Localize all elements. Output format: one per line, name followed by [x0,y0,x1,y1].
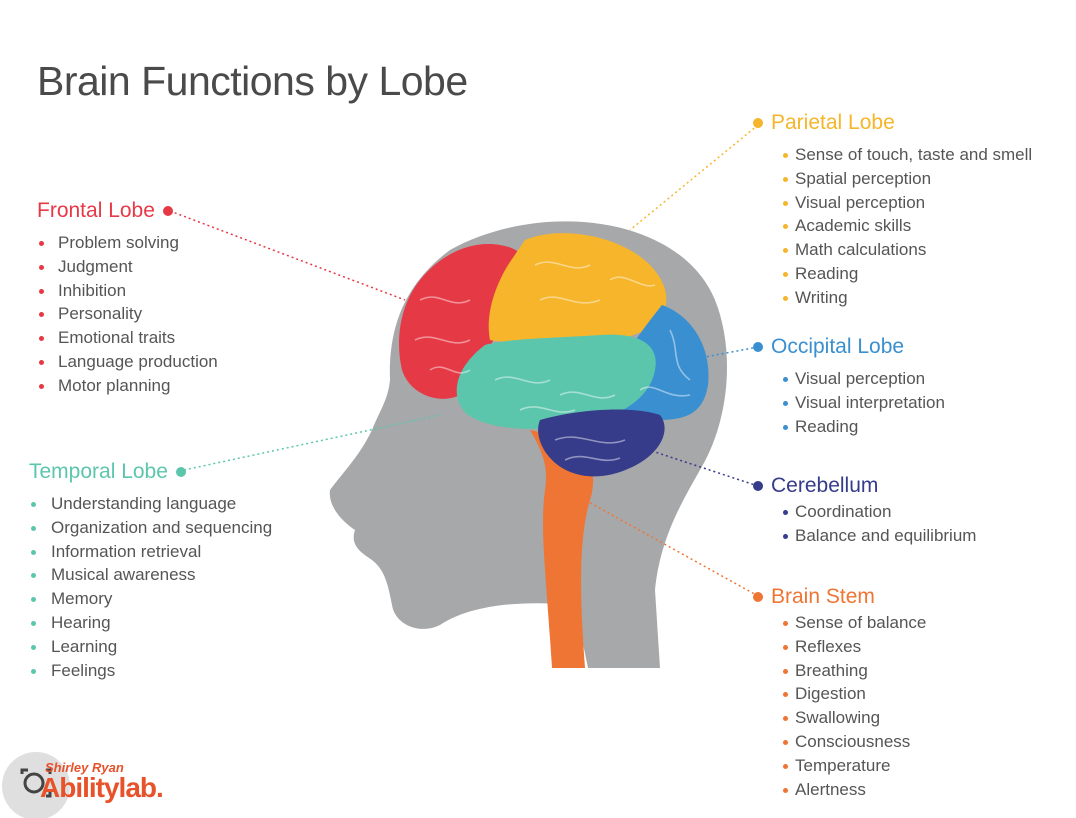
list-item: Learning [29,635,272,659]
list-item: Feelings [29,659,272,683]
lens-icon[interactable] [0,750,80,818]
occipital-connector [704,346,759,358]
temporal-lobe-title: Temporal Lobe [29,460,168,483]
occipital-lobe-block: Occipital Lobe Visual perception Visual … [753,335,945,438]
list-item: Academic skills [781,214,1032,238]
list-item: Spatial perception [781,167,1032,191]
cerebellum-list: Coordination Balance and equilibrium [781,500,976,548]
list-item: Hearing [29,611,272,635]
parietal-connector [629,124,759,231]
list-item: Breathing [781,659,926,683]
list-item: Motor planning [37,374,218,398]
occipital-list: Visual perception Visual interpretation … [781,367,945,438]
list-item: Organization and sequencing [29,516,272,540]
cerebellum-shape [538,409,665,477]
page-title: Brain Functions by Lobe [37,58,468,104]
brainstem-shape [530,430,594,668]
cerebellum-title: Cerebellum [771,474,879,497]
parietal-lobe-title: Parietal Lobe [771,111,895,134]
frontal-connector [169,210,406,301]
list-item: Inhibition [37,279,218,303]
list-item: Consciousness [781,730,926,754]
parietal-dot-icon [753,118,763,128]
list-item: Writing [781,286,1032,310]
list-item: Alertness [781,778,926,802]
list-item: Judgment [37,255,218,279]
list-item: Sense of balance [781,611,926,635]
list-item: Reading [781,415,945,439]
parietal-lobe-block: Parietal Lobe Sense of touch, taste and … [753,111,1032,310]
parietal-list: Sense of touch, taste and smell Spatial … [781,143,1032,310]
frontal-lobe-shape [399,244,523,399]
list-item: Language production [37,350,218,374]
list-item: Digestion [781,682,926,706]
list-item: Visual perception [781,367,945,391]
frontal-list: Problem solving Judgment Inhibition Pers… [37,231,218,398]
brainstem-list: Sense of balance Reflexes Breathing Dige… [781,611,926,801]
list-item: Personality [37,302,218,326]
logo-subtitle: Shirley Ryan [45,760,124,775]
temporal-list: Understanding language Organization and … [29,492,272,682]
parietal-lobe-shape [488,233,667,342]
temporal-dot-icon [175,467,186,477]
list-item: Coordination [781,500,976,524]
list-item: Reflexes [781,635,926,659]
cerebellum-connector [654,451,759,487]
temporal-connector [183,414,441,471]
list-item: Visual interpretation [781,391,945,415]
cerebellum-block: Cerebellum Coordination Balance and equi… [753,474,976,548]
list-item: Understanding language [29,492,272,516]
temporal-lobe-shape [456,334,656,429]
frontal-lobe-block: Frontal Lobe Problem solving Judgment In… [37,199,218,398]
list-item: Information retrieval [29,540,272,564]
occipital-lobe-title: Occipital Lobe [771,335,905,358]
list-item: Musical awareness [29,563,272,587]
temporal-lobe-block: Temporal Lobe Understanding language Org… [29,460,272,682]
occipital-dot-icon [753,342,763,352]
frontal-dot-icon [162,206,173,216]
frontal-lobe-title: Frontal Lobe [37,199,155,222]
brainstem-dot-icon [753,592,763,602]
list-item: Problem solving [37,231,218,255]
list-item: Balance and equilibrium [781,524,976,548]
list-item: Math calculations [781,238,1032,262]
list-item: Temperature [781,754,926,778]
gyri-texture [414,261,691,462]
list-item: Memory [29,587,272,611]
list-item: Emotional traits [37,326,218,350]
logo-wordmark: Abilitylab. [40,772,164,803]
brainstem-title: Brain Stem [771,585,875,608]
list-item: Sense of touch, taste and smell [781,143,1032,167]
cerebellum-dot-icon [753,481,763,491]
list-item: Reading [781,262,1032,286]
list-item: Visual perception [781,191,1032,215]
list-item: Swallowing [781,706,926,730]
brainstem-block: Brain Stem Sense of balance Reflexes Bre… [753,585,926,801]
